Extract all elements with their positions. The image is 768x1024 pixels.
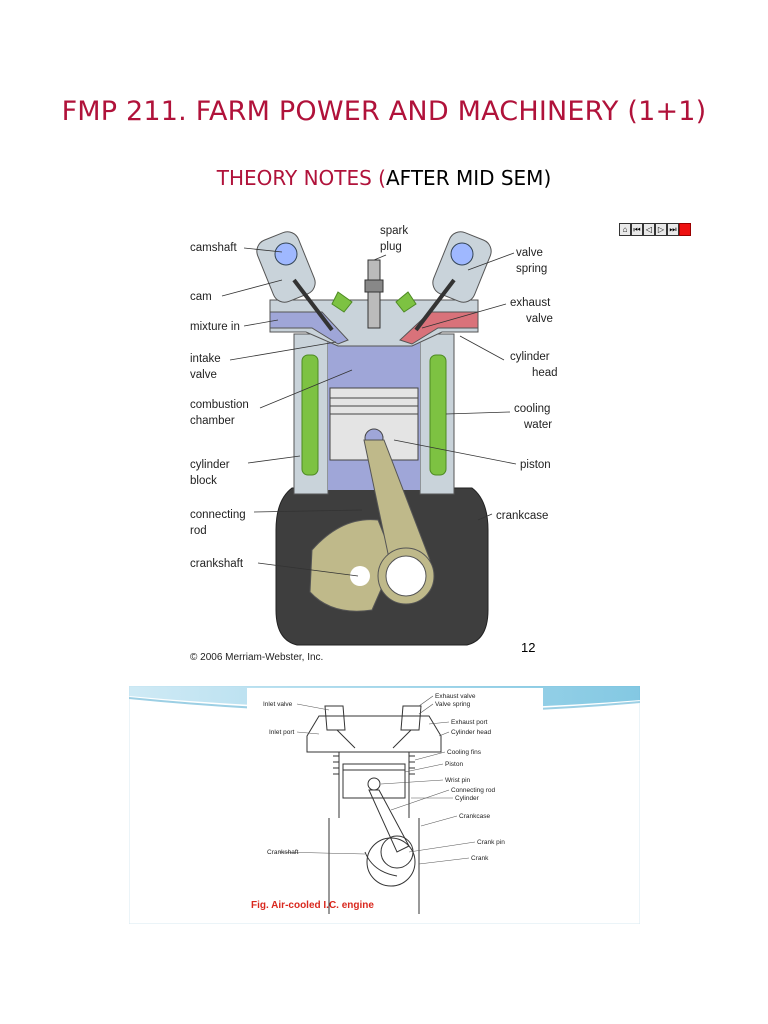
last-slide-icon[interactable]: ⏭ xyxy=(667,223,679,236)
copyright-text: © 2006 Merriam-Webster, Inc. xyxy=(190,652,323,663)
label-intake-valve-1: intake xyxy=(190,353,221,365)
previous-slide-icon[interactable]: ◁ xyxy=(643,223,655,236)
document-subtitle: THEORY NOTES (AFTER MID SEM) xyxy=(0,166,768,190)
label-cylinder: Cylinder xyxy=(455,795,480,802)
label-crankshaft: crankshaft xyxy=(190,558,244,570)
four-stroke-engine-diagram: camshaft cam mixture in intake valve com… xyxy=(182,220,582,665)
label-inlet-port: Inlet port xyxy=(269,729,294,736)
label-valve-spring-1: valve xyxy=(516,247,543,259)
label-exhaust-port: Exhaust port xyxy=(451,719,488,726)
label-cooling-fins: Cooling fins xyxy=(447,749,482,756)
label-connecting-rod-1: connecting xyxy=(190,509,246,521)
label-cylinder-head-2: head xyxy=(532,367,558,379)
label-combustion-2: chamber xyxy=(190,415,235,427)
label-spark-1: spark xyxy=(380,225,408,237)
label-crankcase: crankcase xyxy=(496,510,548,522)
label-exhaust-valve-1: exhaust xyxy=(510,297,551,309)
next-slide-icon[interactable]: ▷ xyxy=(655,223,667,236)
label-cylinder-block-1: cylinder xyxy=(190,459,230,471)
label-connecting-rod-2: rod xyxy=(190,525,207,537)
label-cooling-water-2: water xyxy=(523,419,552,431)
subtitle-black-part: AFTER MID SEM) xyxy=(386,166,551,190)
label-piston: Piston xyxy=(445,761,463,768)
label-camshaft: camshaft xyxy=(190,242,237,254)
label-inlet-valve: Inlet valve xyxy=(263,701,293,708)
label-combustion-1: combustion xyxy=(190,399,249,411)
label-cam: cam xyxy=(190,291,212,303)
page-number: 12 xyxy=(521,640,535,655)
label-crankcase: Crankcase xyxy=(459,813,490,820)
first-slide-icon[interactable]: ⏮ xyxy=(631,223,643,236)
label-exhaust-valve-2: valve xyxy=(526,313,553,325)
slide-navigation-bar: ⌂ ⏮ ◁ ▷ ⏭ xyxy=(619,223,691,236)
label-cylinder-head: Cylinder head xyxy=(451,729,491,736)
label-exhaust-valve: Exhaust valve xyxy=(435,693,476,700)
document-title: FMP 211. FARM POWER AND MACHINERY (1+1) xyxy=(0,96,768,127)
label-cooling-water-1: cooling xyxy=(514,403,550,415)
cooling-water-right xyxy=(430,355,446,475)
label-valve-spring-2: spring xyxy=(516,263,547,275)
label-crank: Crank xyxy=(471,855,489,862)
exhaust-valve-housing xyxy=(429,228,495,306)
figure-caption: Fig. Air-cooled I.C. engine xyxy=(251,900,374,911)
air-cooled-engine-slide: Inlet valve Inlet port Exhaust valve Val… xyxy=(129,686,640,924)
intake-cam xyxy=(275,243,297,265)
label-mixture-in: mixture in xyxy=(190,321,240,333)
subtitle-red-part: THEORY NOTES ( xyxy=(217,166,386,190)
label-cylinder-head-1: cylinder xyxy=(510,351,550,363)
exhaust-cam xyxy=(451,243,473,265)
cooling-water-left xyxy=(302,355,318,475)
label-connecting-rod: Connecting rod xyxy=(451,787,495,794)
label-crank-pin: Crank pin xyxy=(477,839,505,846)
label-cylinder-block-2: block xyxy=(190,475,217,487)
home-icon[interactable]: ⌂ xyxy=(619,223,631,236)
label-valve-spring: Valve spring xyxy=(435,701,471,708)
label-piston: piston xyxy=(520,459,551,471)
label-intake-valve-2: valve xyxy=(190,369,217,381)
label-crankshaft: Crankshaft xyxy=(267,849,299,856)
label-wrist-pin: Wrist pin xyxy=(445,777,471,784)
label-spark-2: plug xyxy=(380,241,402,253)
stop-icon[interactable] xyxy=(679,223,691,236)
intake-valve-housing xyxy=(253,228,319,306)
spark-plug xyxy=(368,260,380,328)
